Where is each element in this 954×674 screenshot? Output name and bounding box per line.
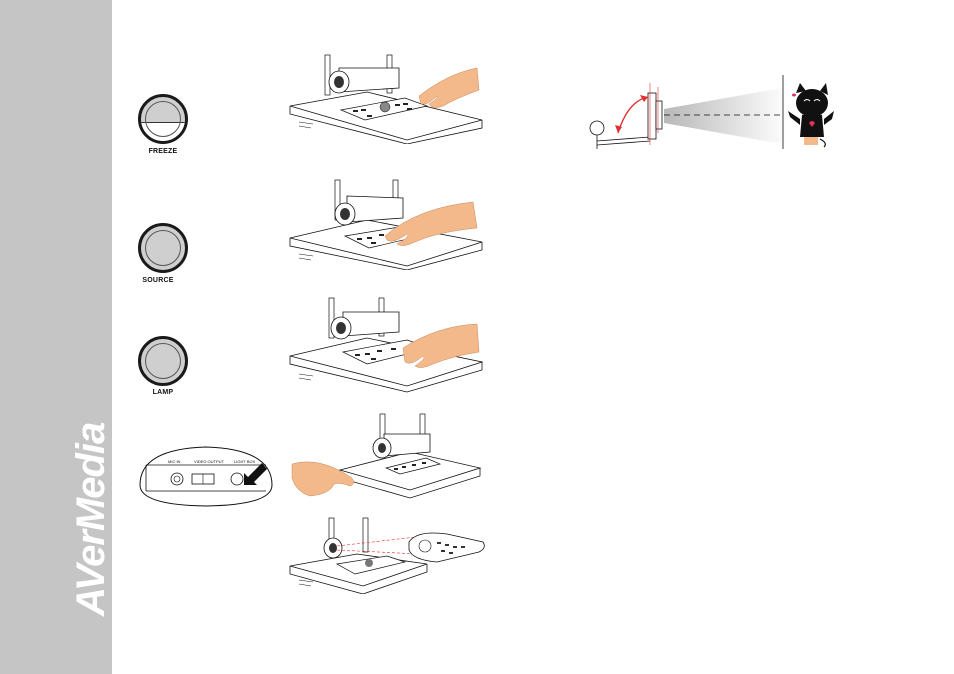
remote-control-icon (409, 533, 484, 562)
video-output-label: VIDEO OUTPUT (194, 459, 225, 464)
projection-diagram (588, 73, 836, 158)
camera-source-illustration (287, 178, 483, 275)
mic-in-label: MIC IN (168, 459, 181, 464)
camera-freeze-illustration (287, 52, 483, 149)
light-box-label: LIGHT BOX (234, 459, 256, 464)
arrow-icon (244, 463, 267, 485)
io-panel-illustration: MIC IN VIDEO OUTPUT LIGHT BOX (138, 445, 274, 507)
camera-lightbox-illustration (290, 412, 482, 509)
lamp-button-icon (138, 336, 188, 386)
brand-logo: AVerMedia (71, 286, 111, 616)
cat-doll-icon (788, 83, 834, 147)
source-label: SOURCE (118, 277, 198, 284)
source-button-icon (138, 223, 188, 273)
freeze-button-icon (138, 94, 188, 144)
lamp-label: LAMP (123, 389, 203, 396)
sidebar: AVerMedia (0, 0, 112, 674)
freeze-label: FREEZE (123, 148, 203, 155)
camera-lamp-illustration (287, 296, 483, 401)
camera-remote-illustration (287, 516, 487, 599)
